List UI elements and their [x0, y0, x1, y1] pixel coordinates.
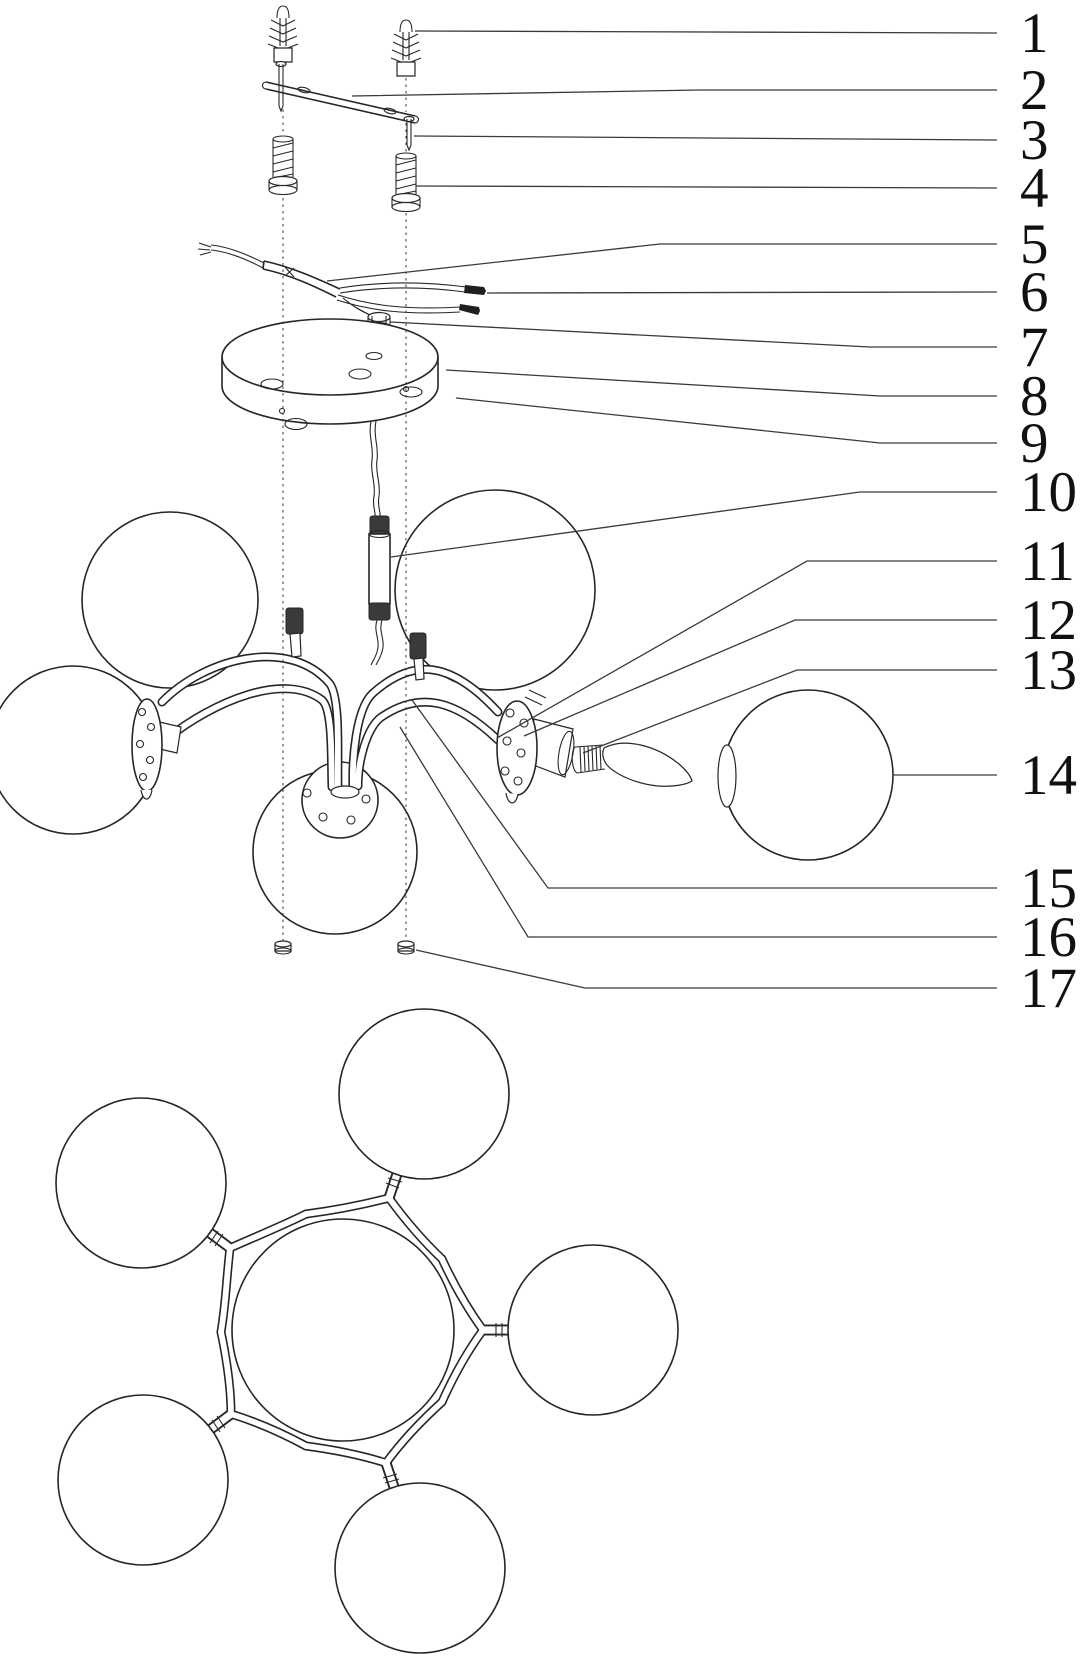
part-label-15: 15: [1020, 857, 1077, 920]
wire-connector-icon: [464, 285, 486, 295]
part-label-17: 17: [1020, 957, 1077, 1020]
leader-line-2: [351, 89, 997, 97]
cap-nut-icon: [397, 940, 415, 955]
part-label-5: 5: [1020, 213, 1049, 276]
part-labels: 1 2 3 4 5 6 7 8 9 10 11 12 13 14 15 16 1…: [1020, 2, 1077, 1020]
part-label-11: 11: [1020, 530, 1075, 593]
leader-line-11: [496, 560, 997, 739]
part-label-8: 8: [1020, 365, 1049, 428]
spare-globe-icon: [717, 689, 894, 861]
leader-line-8: [445, 369, 997, 397]
leader-line-10: [390, 491, 997, 558]
leader-line-15: [411, 699, 997, 889]
power-cable-icon: [197, 242, 486, 319]
cap-nut-icon: [274, 940, 292, 955]
socket-holder-left-icon: [131, 698, 182, 800]
glass-globe-icon: [334, 1482, 506, 1654]
leader-lines: [326, 30, 998, 989]
bottom-plan-view: [55, 1008, 679, 1654]
candle-bulb-icon: [571, 742, 693, 787]
leader-line-17: [415, 949, 997, 989]
leader-line-9: [455, 397, 997, 444]
part-label-6: 6: [1020, 261, 1049, 324]
mounting-bar-icon: [261, 81, 420, 124]
socket-holder-right-icon: [496, 689, 575, 804]
leader-line-16: [399, 726, 997, 938]
construction-lines: [282, 64, 407, 941]
leader-line-1: [414, 30, 998, 34]
glass-globe-icon: [81, 511, 259, 689]
part-label-2: 2: [1020, 59, 1049, 122]
leader-line-7: [389, 321, 997, 348]
part-label-10: 10: [1020, 461, 1077, 524]
part-label-14: 14: [1020, 744, 1077, 807]
part-label-12: 12: [1020, 589, 1077, 652]
part-label-13: 13: [1020, 639, 1077, 702]
part-label-7: 7: [1020, 316, 1049, 379]
glass-globe-icon: [55, 1097, 227, 1269]
part-label-9: 9: [1020, 412, 1049, 475]
glass-globe-icon: [507, 1244, 679, 1416]
part-label-1: 1: [1020, 2, 1049, 65]
part-label-16: 16: [1020, 906, 1077, 969]
socket-post-icon: [409, 632, 427, 681]
wire-connector-icon: [459, 304, 480, 315]
glass-globe-icon: [338, 1008, 510, 1180]
arm-tubes-icon: [162, 657, 498, 799]
part-label-3: 3: [1020, 109, 1049, 172]
leader-line-12: [523, 619, 997, 737]
glass-globe-icon: [394, 489, 596, 691]
stem-tube-icon: [368, 420, 391, 666]
center-ring-icon: [231, 1218, 455, 1442]
wall-anchor-right-icon: [390, 19, 422, 77]
mounting-screw-left-icon: [268, 135, 298, 196]
ceiling-canopy-icon: [221, 318, 439, 431]
leader-line-4: [415, 185, 998, 189]
bar-screw-right-icon: [403, 115, 415, 152]
globe-collar-ticks: [209, 1177, 503, 1484]
part-label-4: 4: [1020, 157, 1049, 220]
mounting-screw-right-icon: [391, 152, 421, 213]
leader-line-3: [413, 135, 998, 141]
leader-line-13: [582, 669, 997, 754]
leader-line-6: [486, 291, 998, 294]
socket-post-icon: [285, 607, 304, 658]
leader-line-5: [326, 243, 997, 282]
glass-globe-icon: [57, 1394, 229, 1566]
wall-anchor-left-icon: [267, 5, 299, 63]
